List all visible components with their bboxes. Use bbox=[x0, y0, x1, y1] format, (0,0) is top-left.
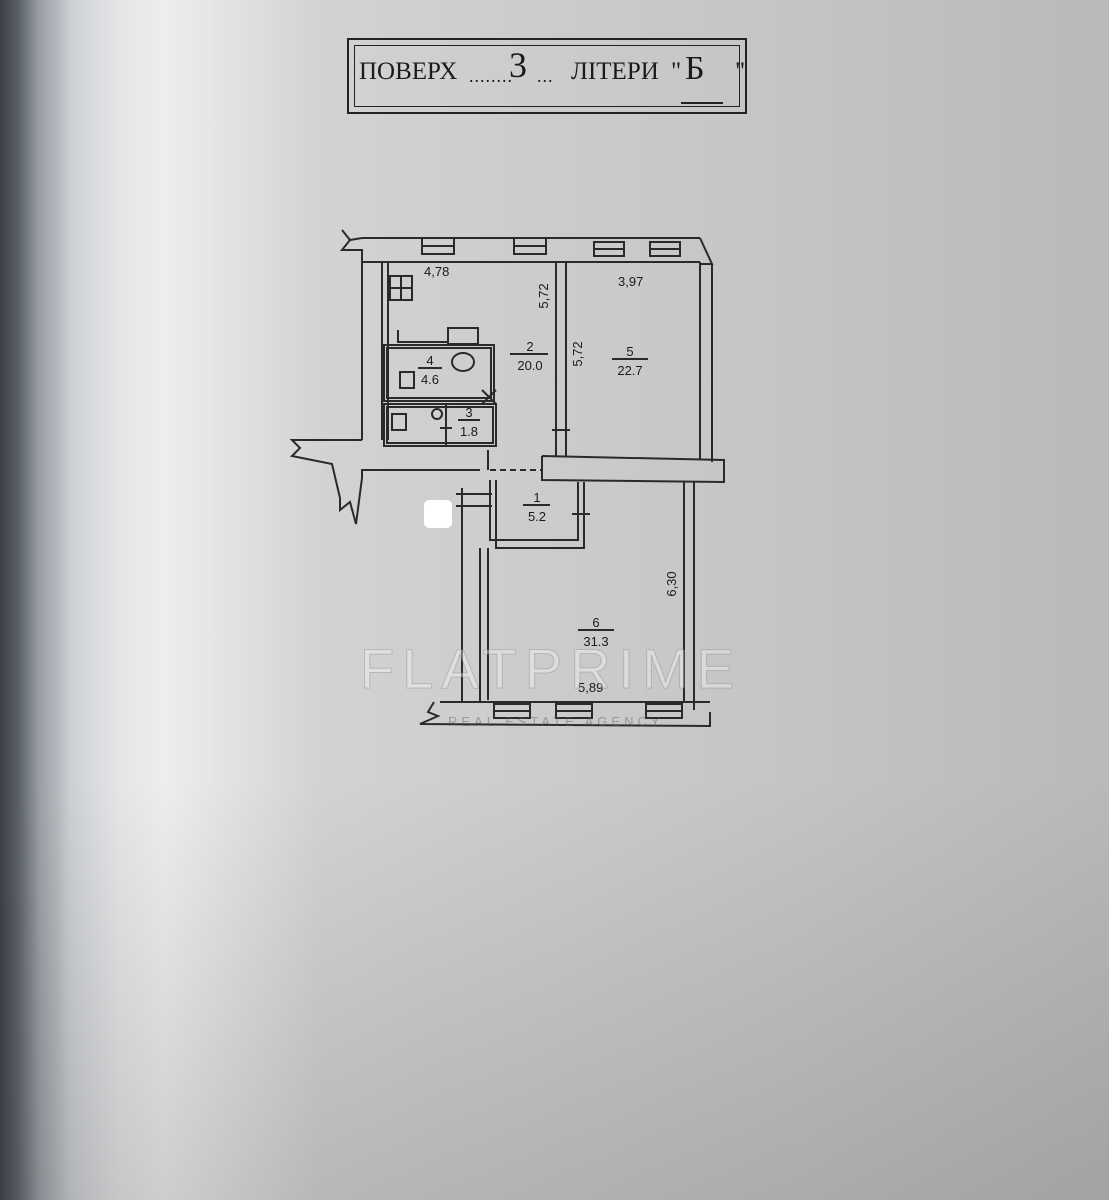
dim-side-room6: 6,30 bbox=[664, 571, 679, 596]
toilet-4-fixture bbox=[399, 371, 415, 389]
floor-dots-leader: ........ bbox=[469, 66, 513, 86]
room2-area: 20.0 bbox=[517, 358, 542, 373]
bottom-wall bbox=[419, 701, 711, 728]
room2-number: 2 bbox=[526, 339, 533, 354]
dim-top-room5: 3,97 bbox=[618, 274, 643, 289]
watermark-tagline: REAL ESTATE AGENCY bbox=[448, 714, 664, 729]
watermark-brand: FLATPRIME bbox=[359, 637, 743, 701]
room3-wc-wall bbox=[383, 403, 497, 447]
room3-area: 1.8 bbox=[460, 424, 478, 439]
dim-bottom-room6: 5,89 bbox=[578, 680, 603, 695]
room6-area: 31.3 bbox=[583, 634, 608, 649]
room1-number: 1 bbox=[533, 490, 540, 505]
toilet-3-fixture bbox=[391, 413, 407, 431]
room1-corridor-wall bbox=[489, 480, 579, 541]
room5-area: 22.7 bbox=[617, 363, 642, 378]
basin-fixture bbox=[451, 352, 475, 372]
floor-header-box: ПОВЕРХ ........ 3 ... ЛІТЕРИ " Б " bbox=[347, 38, 747, 114]
top-wall-outer bbox=[339, 229, 700, 263]
letter-quote-open: " bbox=[671, 58, 682, 85]
room3-number: 3 bbox=[465, 405, 472, 420]
entrance-wall bbox=[289, 439, 480, 525]
floor-label: ПОВЕРХ bbox=[359, 58, 458, 85]
sink-fixture bbox=[447, 327, 479, 345]
letter-label: ЛІТЕРИ bbox=[571, 58, 659, 85]
room5-number: 5 bbox=[626, 344, 633, 359]
room1-area: 5.2 bbox=[528, 509, 546, 524]
dim-side-room2: 5,72 bbox=[536, 283, 551, 308]
dim-side-room5: 5,72 bbox=[570, 341, 585, 366]
top-wall-corner bbox=[349, 237, 363, 241]
floor-number: 3 bbox=[509, 45, 527, 85]
room4-number: 4 bbox=[426, 353, 433, 368]
letter-dots-leader: ... bbox=[537, 66, 554, 86]
white-marker bbox=[424, 500, 452, 528]
room4-bathroom-wall bbox=[383, 344, 495, 402]
room6-number: 6 bbox=[592, 615, 599, 630]
floor-header-inner-frame bbox=[354, 45, 740, 107]
room4-area: 4.6 bbox=[421, 372, 439, 387]
letter-underline bbox=[681, 102, 723, 104]
building-letter: Б bbox=[685, 50, 705, 87]
wall-middle-horizontal bbox=[541, 455, 725, 484]
dim-top-room2: 4,78 bbox=[424, 264, 449, 279]
letter-quote-close: " bbox=[735, 58, 746, 85]
